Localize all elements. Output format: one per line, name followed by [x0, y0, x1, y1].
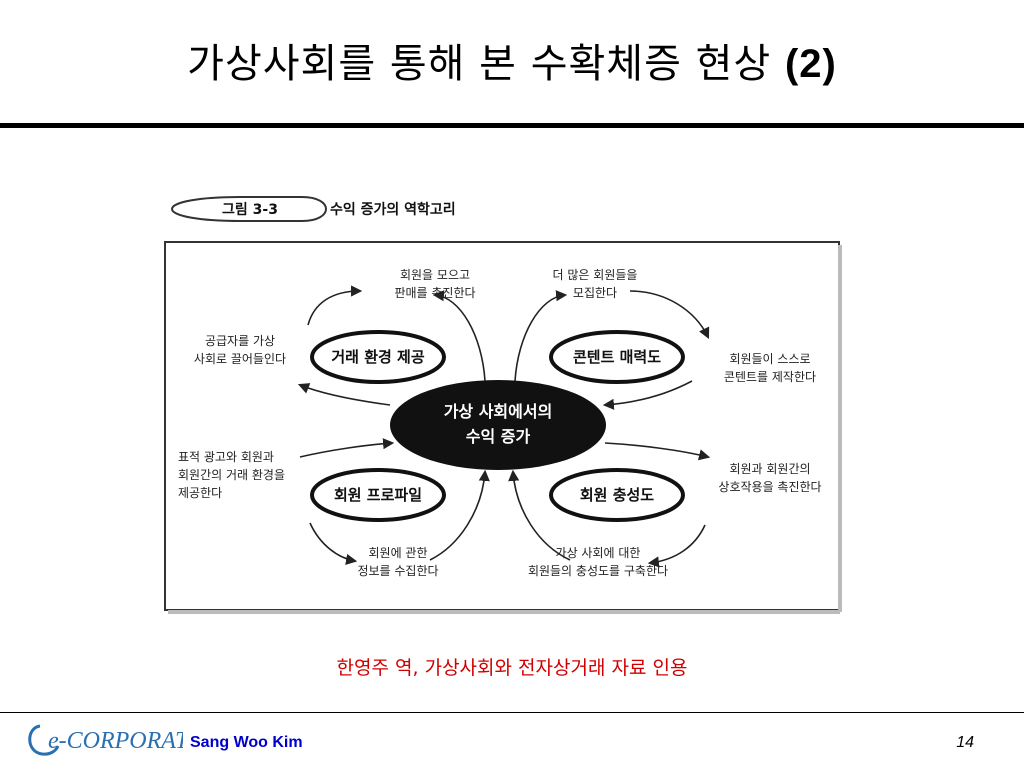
center-ellipse	[390, 380, 606, 470]
slide-title: 가상사회를 통해 본 수확체증 현상 (2)	[0, 36, 1024, 92]
note-bottom-right-side-1: 회원과 회원간의	[729, 462, 810, 476]
logo-swoosh	[28, 724, 60, 756]
note-top-right-side-2: 콘텐트를 제작한다	[724, 370, 816, 384]
slide-title-text: 가상사회를 통해 본 수확체증 현상	[187, 41, 772, 87]
factor-top-left-label: 거래 환경 제공	[331, 348, 424, 366]
arrow-center-to-top-right-note	[514, 290, 568, 382]
note-top-left-upper-2: 판매를 촉진한다	[394, 286, 475, 300]
arrow-top-right-loop	[629, 290, 710, 340]
e-corporation-logo: e-CORPORATION	[28, 718, 232, 760]
factor-top-right	[549, 330, 685, 384]
revenue-dynamics-diagram: .nt { font-family: "DejaVu Sans", sans-s…	[164, 196, 842, 614]
arrow-bottom-right-note-to-center	[508, 469, 571, 561]
factor-top-right-label: 콘텐트 매력도	[573, 348, 661, 366]
revenue-dynamics-figure: .nt { font-family: "DejaVu Sans", sans-s…	[160, 185, 850, 625]
title-divider	[0, 123, 1024, 128]
arrow-top-left-loop	[307, 285, 363, 326]
note-bottom-left-lower-1: 회원에 관한	[368, 546, 427, 560]
note-bottom-left-side-2: 회원간의 거래 환경을	[178, 468, 285, 482]
figure-caption: 수익 증가의 역학고리	[330, 201, 456, 218]
source-citation: 한영주 역, 가상사회와 전자상거래 자료 인용	[336, 657, 688, 679]
page-number: 14	[956, 734, 974, 751]
note-top-left-side-1: 공급자를 가상	[205, 334, 275, 348]
arrow-center-to-top-left-note	[432, 290, 486, 382]
factor-bottom-left-label: 회원 프로파일	[334, 486, 422, 504]
note-bottom-right-lower-2: 회원들의 충성도를 구축한다	[528, 564, 668, 578]
note-top-right-upper-1: 더 많은 회원들을	[553, 268, 638, 282]
note-bottom-left-lower-2: 정보를 수집한다	[357, 564, 438, 578]
note-top-left-side-2: 사회로 끌어들인다	[194, 352, 286, 366]
caption-tag-frame	[170, 196, 328, 222]
factor-top-left	[310, 330, 446, 384]
arrow-bottom-left-loop	[309, 522, 358, 565]
note-bottom-right-side-2: 상호작용을 촉진한다	[718, 480, 821, 494]
slide-title-number: (2)	[784, 42, 837, 86]
arrow-top-right-note-to-center	[602, 380, 693, 410]
arrow-center-to-top-left-side	[297, 383, 391, 406]
arrow-bottom-right-loop	[647, 524, 706, 568]
factor-bottom-left	[310, 468, 446, 522]
factor-bottom-right	[549, 468, 685, 522]
note-top-right-upper-2: 모집한다	[573, 286, 617, 300]
factor-bottom-right-label: 회원 충성도	[580, 486, 654, 504]
arrow-center-to-bottom-right-side	[604, 442, 711, 461]
logo-text: e-CORPORATION	[48, 728, 183, 754]
arrow-bottom-left-note-to-center	[429, 469, 490, 561]
center-line-1: 가상 사회에서의	[444, 402, 553, 421]
figure-tag: 그림 3-3	[222, 202, 278, 218]
note-top-left-upper-1: 회원을 모으고	[400, 268, 470, 282]
note-top-right-side-1: 회원들이 스스로	[729, 352, 810, 366]
footer-divider	[0, 712, 1024, 713]
note-bottom-right-lower-1: 가상 사회에 대한	[556, 546, 641, 560]
note-bottom-left-side-3: 제공한다	[178, 486, 222, 500]
arrow-bottom-left-side-to-center	[299, 438, 395, 458]
center-line-2: 수익 증가	[466, 427, 531, 446]
note-bottom-left-side-1: 표적 광고와 회원과	[178, 450, 274, 464]
author-name: Sang Woo Kim	[190, 734, 303, 751]
